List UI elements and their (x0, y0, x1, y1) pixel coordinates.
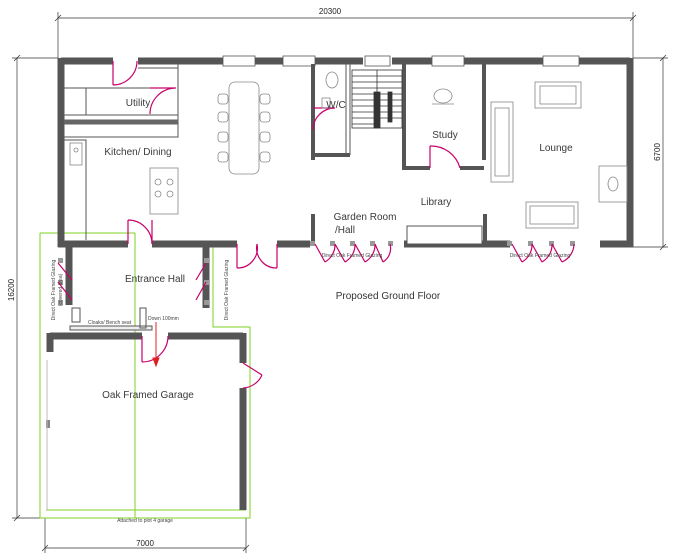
door-swings (57, 60, 575, 389)
dim-overall-depth: 16200 (7, 278, 16, 301)
room-study: Study (432, 130, 458, 141)
entrance-details (46, 307, 153, 510)
room-utility: Utility (126, 98, 150, 109)
furniture (69, 71, 628, 229)
internal-walls (63, 64, 487, 245)
room-garden-room: Garden Room (334, 212, 397, 223)
note-glazing-left-2: (covered area) (58, 273, 64, 306)
dimension-lines (12, 12, 668, 553)
staircase (351, 69, 403, 129)
down-arrow (152, 322, 160, 368)
site-boundary (39, 232, 251, 519)
room-wc: W/C (326, 100, 345, 111)
room-lounge: Lounge (539, 143, 573, 154)
note-down: Down 100mm (148, 316, 179, 322)
room-kitchen-dining: Kitchen/ Dining (104, 147, 171, 158)
note-glazing-right: Direct Oak Framed Glazing (224, 259, 230, 320)
windows (222, 55, 580, 67)
dim-garage-width: 7000 (136, 539, 154, 548)
plan-title: Proposed Ground Floor (336, 291, 441, 302)
note-glazing-lounge: Direct Oak Framed Glazing (510, 253, 571, 259)
room-garage: Oak Framed Garage (102, 390, 194, 401)
room-entrance-hall: Entrance Hall (125, 274, 185, 285)
garage-walls (46, 247, 247, 510)
room-library: Library (421, 197, 452, 208)
note-glazing-garden: Direct Oak Framed Glazing (322, 253, 383, 259)
room-garden-hall: /Hall (335, 225, 355, 236)
glazing-posts (58, 241, 575, 305)
note-glazing-left-1: Direct Oak Framed Glazing (51, 259, 57, 320)
note-attached: Attached to plot 4 garage (117, 518, 173, 524)
note-cloaks: Cloaks/ Bench seat (88, 320, 132, 326)
dim-overall-width: 20300 (319, 7, 342, 16)
dim-main-depth: 6700 (653, 143, 662, 161)
